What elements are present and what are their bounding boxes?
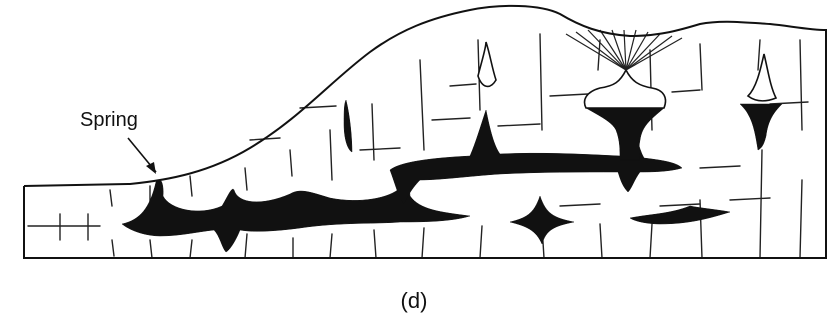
right-fissure-void xyxy=(748,54,776,101)
upper-right-void xyxy=(740,104,782,150)
lower-conduit xyxy=(122,180,470,252)
cave-chamber xyxy=(585,70,666,108)
spring-label: Spring xyxy=(80,109,138,131)
thin-void xyxy=(344,100,352,152)
shaft xyxy=(586,108,664,160)
right-lens-void xyxy=(630,206,730,224)
conduits xyxy=(122,100,782,252)
upper-fissure-void xyxy=(478,42,496,86)
spring-arrowhead xyxy=(146,162,156,174)
right-cross-void xyxy=(510,196,574,244)
figure-caption: (d) xyxy=(401,288,428,313)
